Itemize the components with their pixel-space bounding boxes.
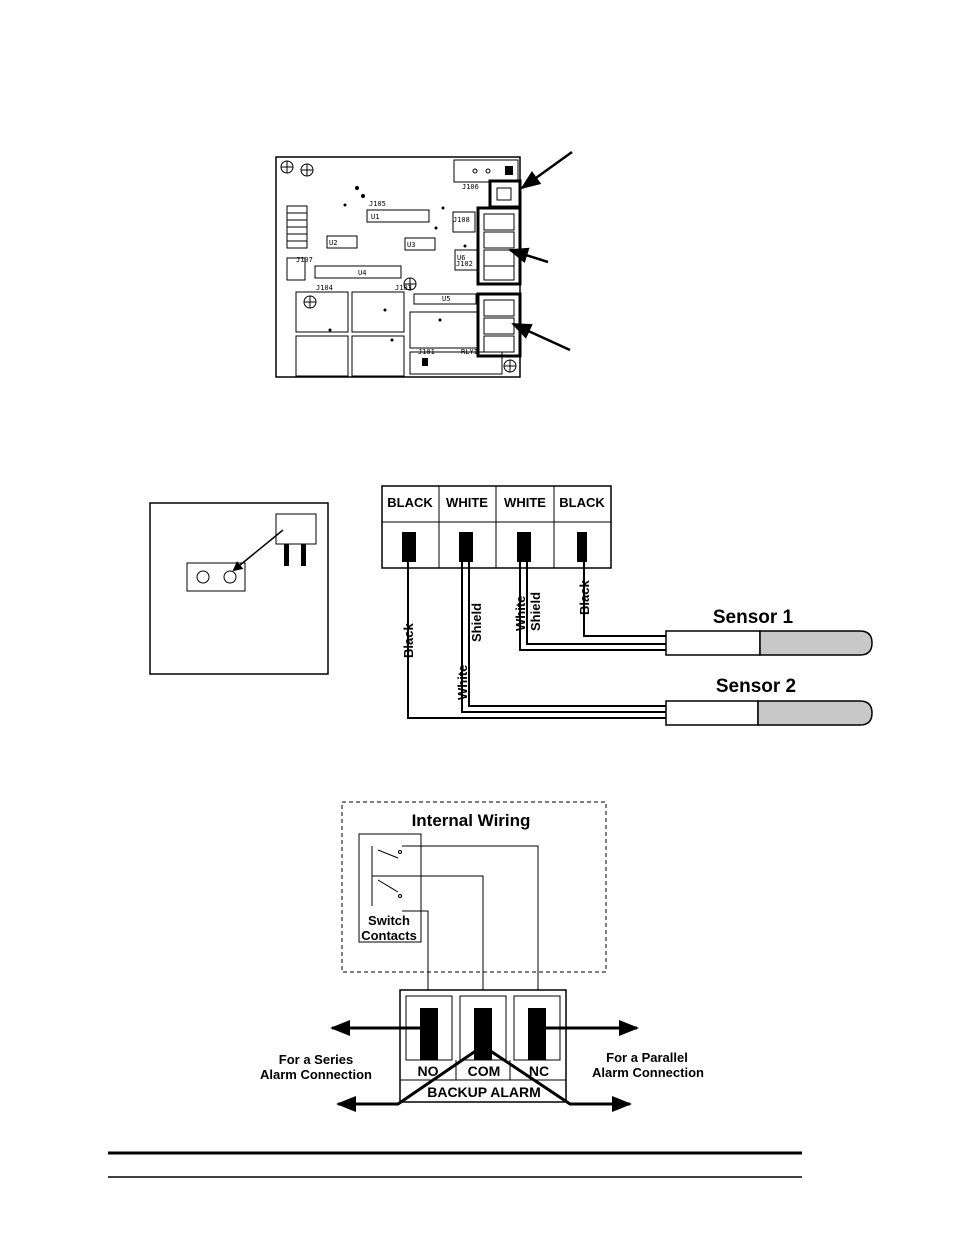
wire-label-shield: Shield — [528, 592, 543, 631]
jumper-detail — [149, 502, 329, 675]
terminal-screw — [459, 532, 473, 562]
sensor-1-label: Sensor 1 — [713, 607, 794, 628]
mounting-hole-icon — [280, 160, 294, 174]
mounting-hole-icon — [303, 295, 317, 309]
pcb-silkscreen-label: J108 — [453, 216, 470, 224]
wire-label-white: White — [513, 596, 528, 631]
sensor-2-probe — [665, 700, 873, 726]
pcb-silkscreen-label: J106 — [462, 183, 479, 191]
pcb-silkscreen-label: J107 — [296, 256, 313, 264]
switch-contacts: Switch Contacts — [358, 833, 422, 943]
jumper-shunt — [275, 513, 317, 545]
pcb-connector — [453, 159, 519, 183]
parallel-bottom-arrow — [485, 1046, 632, 1112]
sensor-2-wires — [407, 562, 666, 719]
terminal-screw — [528, 1008, 546, 1060]
sensor-2-label: Sensor 2 — [716, 676, 796, 697]
jumper-header — [186, 562, 246, 592]
terminal-label-white-2: WHITE — [504, 495, 546, 510]
pcb-silkscreen-label: U4 — [358, 269, 366, 277]
series-label-line2: Alarm Connection — [260, 1067, 372, 1082]
pcb-silkscreen-label: J101 — [418, 348, 435, 356]
terminal-label-white-1: WHITE — [446, 495, 488, 510]
terminal-screw — [577, 532, 587, 562]
terminal-label-com: COM — [468, 1063, 501, 1079]
wire-label-black: Black — [577, 580, 592, 615]
terminal-label-black-2: BLACK — [559, 495, 605, 510]
pcb-silkscreen-label: U5 — [442, 295, 450, 303]
wire-label-black: Black — [401, 623, 416, 658]
pcb-silkscreen-label: J104 — [316, 284, 333, 292]
series-label-line1: For a Series — [279, 1052, 353, 1067]
pcb-board: J106 J105 U1 U2 U3 U4 U5 J104 J103 J101 … — [275, 156, 522, 378]
terminal-screw — [420, 1008, 438, 1060]
switch-label-line2: Contacts — [361, 928, 417, 943]
parallel-label-line2: Alarm Connection — [592, 1065, 704, 1080]
switch-label-line1: Switch — [368, 913, 410, 928]
backup-alarm-label: BACKUP ALARM — [427, 1084, 541, 1100]
pcb-silkscreen-label: RLY1 — [461, 348, 478, 356]
pcb-silkscreen-label: J102 — [456, 260, 473, 268]
pcb-silkscreen-label: U2 — [329, 239, 337, 247]
pcb-silkscreen-label: U1 — [371, 213, 379, 221]
wire-label-white: White — [455, 665, 470, 700]
pcb-silkscreen-label: U3 — [407, 241, 415, 249]
pcb-silkscreen-label: U6 — [457, 254, 465, 262]
terminal-label-no: NO — [418, 1063, 439, 1079]
mounting-hole-icon — [300, 163, 314, 177]
wire-label-shield: Shield — [469, 603, 484, 642]
terminal-label-nc: NC — [529, 1063, 549, 1079]
terminal-screw — [517, 532, 531, 562]
parallel-label-line1: For a Parallel — [606, 1050, 688, 1065]
terminal-screw — [402, 532, 416, 562]
sensor-1-probe — [665, 630, 873, 656]
jumper-arrow — [232, 529, 284, 572]
mounting-hole-icon — [503, 359, 517, 373]
callout-arrow-sensor-terminal — [508, 247, 549, 264]
callout-arrow-jumper — [520, 150, 573, 190]
sensor-terminal-highlight — [476, 206, 522, 286]
mounting-hole-icon — [403, 277, 417, 291]
terminal-label-black-1: BLACK — [387, 495, 433, 510]
terminal-screw — [474, 1008, 492, 1060]
internal-wiring-title: Internal Wiring — [412, 811, 531, 830]
pcb-silkscreen-label: J105 — [369, 200, 386, 208]
callout-arrow-alarm-terminal — [511, 322, 571, 352]
series-bottom-arrow — [336, 1046, 481, 1112]
sensor-1-wires — [519, 562, 666, 651]
pcb-silkscreen-label: J103 — [395, 284, 412, 292]
internal-wires — [372, 845, 539, 1008]
sensor-terminal-block: BLACK WHITE WHITE BLACK — [381, 485, 612, 569]
